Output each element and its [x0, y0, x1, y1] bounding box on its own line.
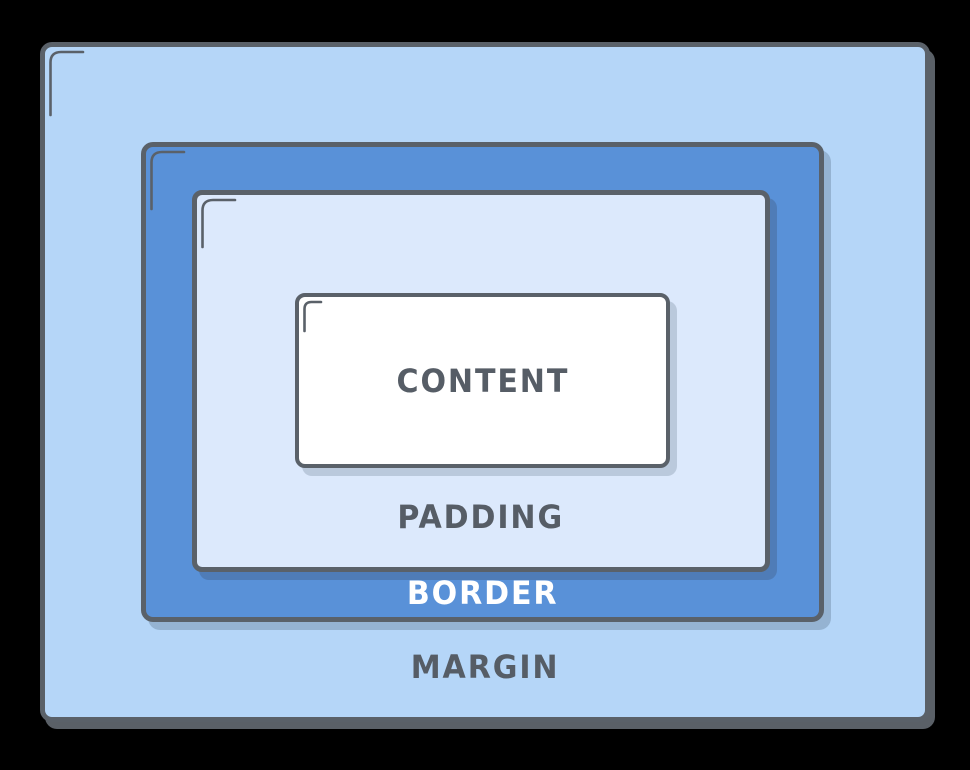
corner-mark-icon: [201, 198, 237, 249]
corner-mark-icon: [303, 300, 323, 333]
corner-mark-icon: [150, 150, 186, 211]
padding-area: PADDING: [197, 467, 765, 567]
margin-label: MARGIN: [410, 648, 560, 686]
corner-mark-icon: [49, 50, 85, 117]
content-box: CONTENT: [295, 293, 670, 468]
border-box: BORDER PADDING CONTENT: [141, 142, 824, 622]
margin-area: MARGIN: [45, 617, 925, 717]
margin-box: MARGIN BORDER PADDING: [40, 42, 930, 722]
padding-label: PADDING: [397, 498, 565, 536]
border-area: BORDER: [146, 569, 819, 617]
border-label: BORDER: [406, 574, 559, 612]
padding-box: PADDING CONTENT: [192, 190, 770, 572]
content-label: CONTENT: [396, 361, 569, 400]
